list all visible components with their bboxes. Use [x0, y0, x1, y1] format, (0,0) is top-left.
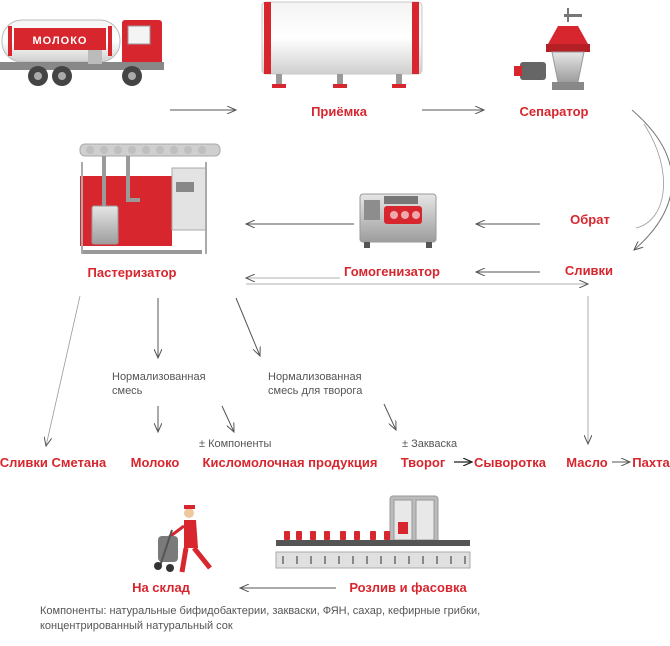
node-separator: Сепаратор	[520, 104, 589, 119]
milk-truck-icon: МОЛОКО	[0, 19, 164, 86]
reception-tank-icon	[261, 1, 423, 88]
node-rozliv: Розлив и фасовка	[349, 580, 467, 595]
node-na-sklad: На склад	[132, 580, 191, 595]
node-gomogenizator: Гомогенизатор	[344, 264, 440, 279]
warehouse-worker-icon	[154, 505, 212, 573]
node-moloko: Молоко	[131, 455, 180, 470]
node-slivki-smetana: Сливки Сметана	[0, 455, 107, 470]
footer-line-2: концентрированный натуральный сок	[40, 620, 233, 632]
note-norm-tvorog-line2: смесь для творога	[268, 385, 363, 397]
filling-line-icon	[275, 495, 471, 569]
node-kislomolochnaya: Кисломолочная продукция	[203, 455, 378, 470]
node-pakhta: Пахта	[632, 455, 670, 470]
note-norm-tvorog-line1: Нормализованная	[268, 371, 362, 383]
pasteurizer-icon	[79, 143, 221, 254]
node-tvorog: Творог	[401, 455, 446, 470]
note-norm-smes-line1: Нормализованная	[112, 371, 206, 383]
note-komponenty: ± Компоненты	[199, 438, 272, 450]
note-zakvaska: ± Закваска	[402, 438, 458, 450]
node-obrat: Обрат	[570, 212, 610, 227]
node-maslo: Масло	[566, 455, 608, 470]
truck-label: МОЛОКО	[33, 35, 88, 47]
node-pasterizator: Пастеризатор	[88, 265, 177, 280]
node-slivki: Сливки	[565, 263, 613, 278]
separator-icon	[514, 8, 590, 90]
flow-arrows	[46, 110, 670, 588]
node-syvorotka: Сыворотка	[474, 455, 547, 470]
note-norm-smes-line2: смесь	[112, 385, 143, 397]
node-priemka: Приёмка	[311, 104, 368, 119]
homogenizer-icon	[359, 193, 437, 248]
footer-line-1: Компоненты: натуральные бифидобактерии, …	[40, 605, 480, 617]
